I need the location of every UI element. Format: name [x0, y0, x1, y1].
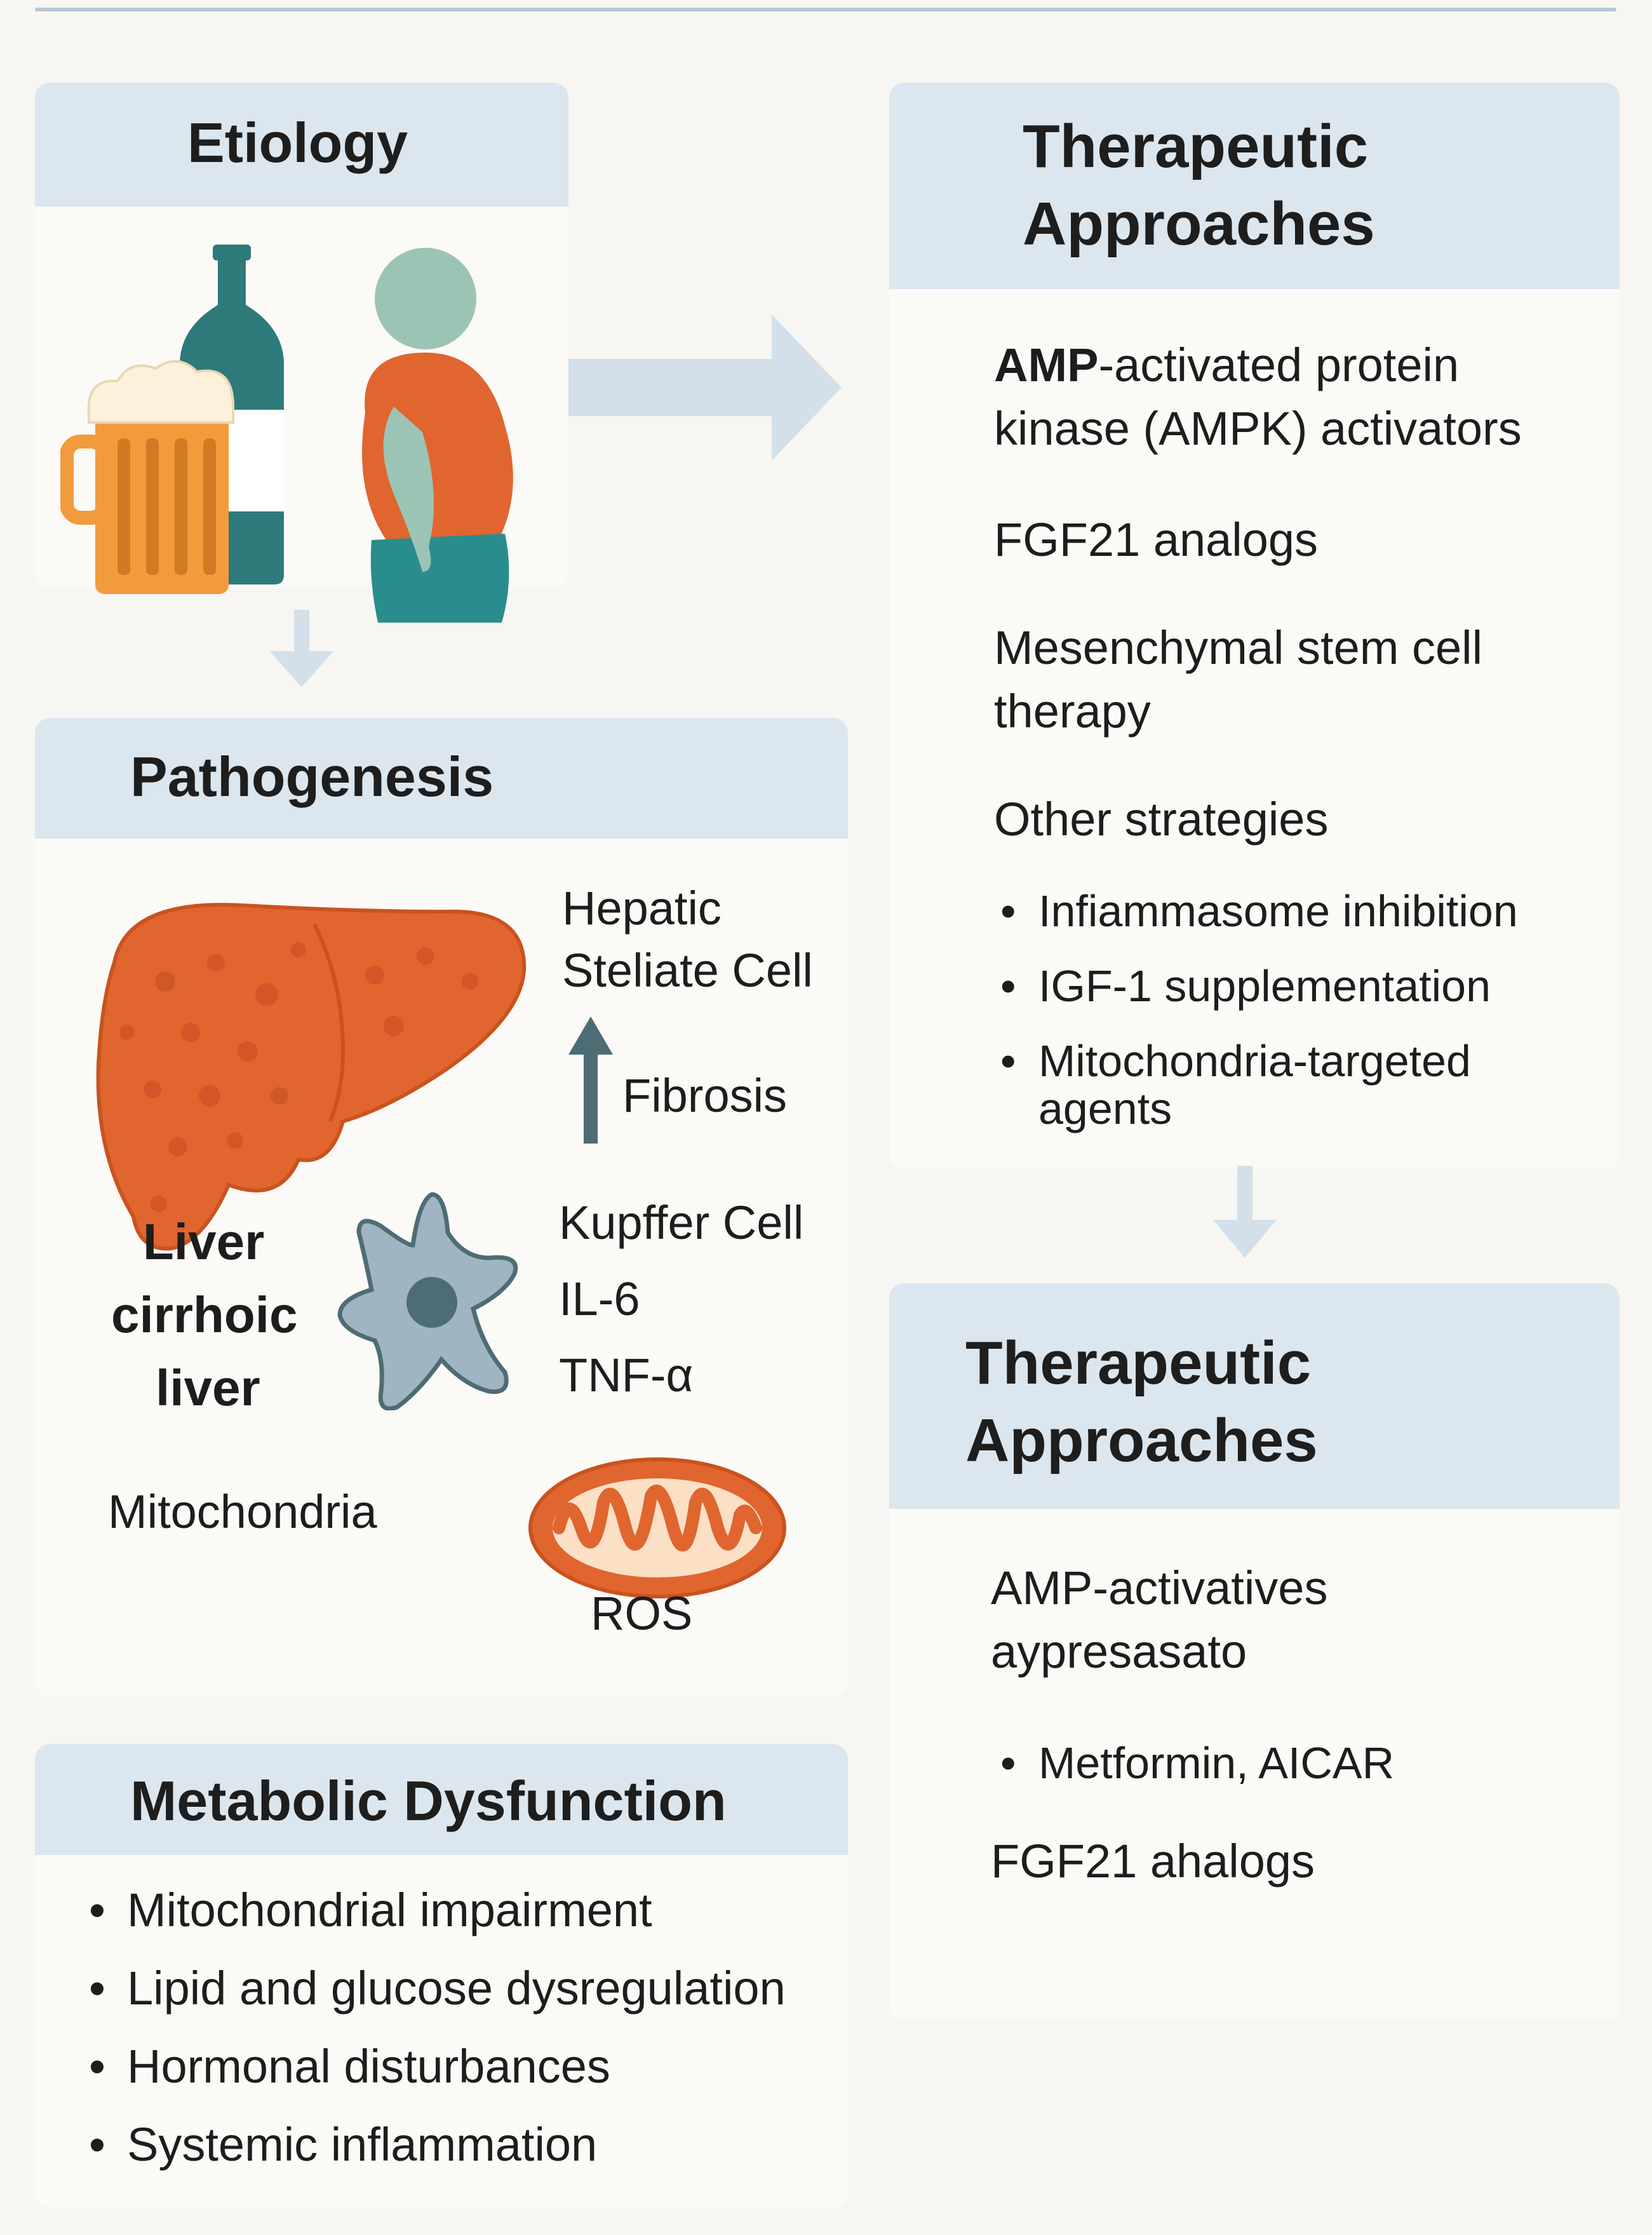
msc-line2: therapy	[994, 685, 1151, 738]
ros-label: ROS	[591, 1587, 693, 1640]
il6-label: IL-6	[559, 1273, 640, 1325]
therapy-1-title-line2: Approaches	[1023, 190, 1375, 258]
pathogenesis-title: Pathogenesis	[130, 745, 494, 808]
metabolic-header: Metabolic Dysfunction	[35, 1744, 848, 1855]
therapy-2-title-line1: Therapeutic	[965, 1329, 1312, 1397]
metabolic-card: Metabolic Dysfunction Mitochondrial impa…	[35, 1744, 848, 2208]
ampk-line2: kinase (AMPK) activators	[994, 402, 1522, 455]
beer-mug-icon	[60, 360, 234, 594]
therapy-2-title-line2: Approaches	[965, 1407, 1318, 1475]
tnf-label: TNF-α	[559, 1349, 694, 1401]
therapy-2-header: Therapeutic Approaches	[889, 1283, 1620, 1509]
amp-activatives-line1: AMP-activatives	[991, 1562, 1328, 1614]
fgf21-label: FGF21 analogs	[994, 513, 1319, 566]
kupffer-label: Kupffer Cell	[559, 1196, 804, 1249]
etiology-title: Etiology	[187, 111, 408, 174]
alcohol-icon	[60, 245, 284, 594]
ampk-bold: AMP	[994, 339, 1099, 391]
other-strategies-list: Infiammasome inhibition IGF-1 supplement…	[1000, 874, 1518, 1098]
metabolic-title: Metabolic Dysfunction	[130, 1769, 727, 1832]
mitochondria-icon	[528, 1457, 786, 1598]
liver-label-line1: Liver	[143, 1213, 265, 1270]
amp-activatives-line2: aypresasato	[991, 1625, 1247, 1678]
list-item: Mitochondria-targeted	[1000, 1023, 1518, 1098]
liver-label-line3: liver	[156, 1360, 260, 1416]
ampk-rest: -activated protein	[1098, 339, 1460, 391]
list-item: Metformin, AICAR	[1000, 1728, 1394, 1798]
arrow-right	[568, 314, 842, 461]
mitochondria-label: Mitochondria	[108, 1485, 377, 1538]
list-item: Systemic inflammation	[89, 2105, 786, 2184]
arrow-down-left	[270, 610, 333, 687]
therapy-2-list: Metformin, AICAR	[1000, 1728, 1394, 1798]
etiology-card: Etiology	[35, 83, 568, 623]
etiology-header: Etiology	[35, 83, 568, 206]
obese-person-icon	[362, 248, 513, 623]
liver-label-line2: cirrhoic	[111, 1286, 298, 1343]
pathogenesis-card: Pathogenesis Hepatic Steliate Cell Fibro…	[35, 718, 848, 1696]
therapy-1-title-line1: Therapeutic	[1023, 112, 1369, 180]
other-strategies: Other strategies	[994, 793, 1329, 846]
list-item: Infiammasome inhibition	[1000, 874, 1518, 949]
top-divider	[35, 8, 1616, 11]
hsc-label-line1: Hepatic	[562, 882, 722, 935]
fgf21-ahalogs-label: FGF21 ahalogs	[991, 1835, 1315, 1887]
therapy-card-2: Therapeutic Approaches AMP-activatives a…	[889, 1283, 1620, 2020]
metabolic-list: Mitochondrial impairment Lipid and gluco…	[89, 1871, 786, 2184]
pathogenesis-header: Pathogenesis	[35, 718, 848, 839]
hsc-label-line2: Steliate Cell	[562, 944, 813, 997]
liver-icon	[96, 903, 527, 1251]
list-item: IGF-1 supplementation	[1000, 949, 1518, 1023]
list-item: Lipid and glucose dysregulation	[89, 1949, 786, 2027]
fibrosis-arrow-icon	[568, 1016, 613, 1144]
kupffer-cell-icon	[337, 1192, 518, 1410]
arrow-down-right	[1213, 1166, 1277, 1258]
msc-line1: Mesenchymal stem cell	[994, 621, 1483, 674]
ampk-line1: AMP-activated protein	[994, 334, 1459, 397]
fibrosis-label: Fibrosis	[622, 1069, 788, 1122]
therapy-card-1: Therapeutic Approaches AMP-activated pro…	[889, 83, 1620, 1169]
therapy-1-header: Therapeutic Approaches	[889, 83, 1620, 289]
list-item: Mitochondrial impairment	[89, 1871, 786, 1949]
list-item: Hormonal disturbances	[89, 2027, 786, 2105]
sub-item-3-line2: agents	[1038, 1084, 1172, 1133]
